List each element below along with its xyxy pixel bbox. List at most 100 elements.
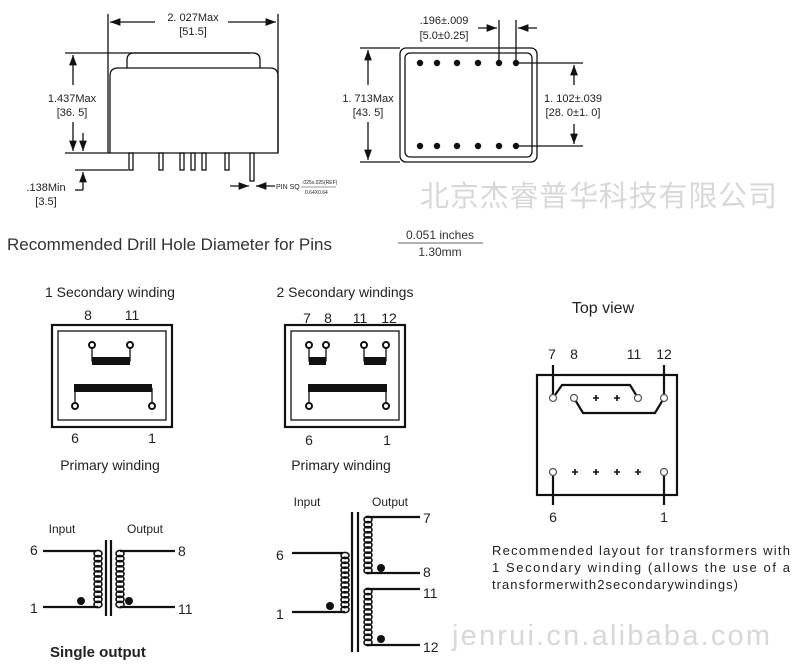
transformer-body [109, 67, 279, 154]
single-winding-title: 1 Secondary winding [45, 284, 175, 300]
pin-hole [453, 59, 461, 67]
depth-dimension: 1. 713Max [342, 93, 394, 105]
coil-turn [93, 569, 103, 578]
coil-turn [363, 525, 373, 534]
single-output-caption: Single output [50, 644, 146, 661]
pin-sq-mm: 0.64X0.64 [305, 190, 328, 196]
coil-turn [115, 595, 125, 604]
watermark-url: jenrui.cn.alibaba.com [451, 620, 770, 652]
coil-turn [363, 638, 373, 647]
coil-turn [93, 564, 103, 573]
height-dimension-mm: [36. 5] [57, 107, 88, 119]
coil-turn [363, 628, 373, 637]
pin-label: 12 [381, 310, 397, 326]
coil-turn [115, 559, 125, 568]
coil-turn [340, 576, 350, 584]
pin-pad [548, 393, 558, 403]
pin-pad [659, 467, 669, 477]
pin-hole [433, 59, 441, 67]
coil-turn [93, 590, 103, 599]
pin-pad [659, 393, 669, 403]
pin-label: 6 [276, 547, 284, 563]
drill-label: Recommended Drill Hole Diameter for Pins [7, 235, 332, 254]
pin-length-dimension: .138Min [26, 182, 65, 194]
coil-turn [363, 551, 373, 560]
coil-turn [363, 515, 373, 524]
coil-turn [363, 597, 373, 606]
coil-turn [363, 530, 373, 539]
output-label: Output [372, 495, 409, 509]
pin-label: 7 [423, 510, 431, 526]
pin-label: 11 [178, 601, 193, 617]
note-line: 1 Secondary winding (allows the use of a [492, 560, 791, 575]
pin-label: 1 [660, 509, 668, 525]
pin-hole [474, 59, 482, 67]
pins [128, 152, 255, 182]
dual-winding-diagram: 2 Secondary windings 7 8 11 12 6 1 Prima… [277, 284, 414, 473]
coil-turn [93, 559, 103, 568]
height-dimension: 1.437Max [48, 93, 97, 105]
coil-turn [115, 600, 125, 609]
coil-turn [363, 592, 373, 601]
coil-turn [363, 541, 373, 549]
depth-dimension-mm: [43. 5] [353, 107, 384, 119]
pin-label: 8 [423, 564, 431, 580]
pin-hole [433, 142, 441, 150]
pin-label: 8 [84, 307, 92, 323]
pin-label: 12 [423, 639, 439, 655]
coil-turn [340, 590, 350, 599]
pin-label: 6 [549, 509, 557, 525]
pin-label: 8 [324, 310, 332, 326]
unused-pin-mark [572, 469, 578, 475]
coil-turn [93, 549, 103, 558]
side-view: 2. 027Max [51.5] 1.437Max [36. 5] .138Mi… [26, 12, 337, 208]
pin-hole [416, 59, 424, 67]
pin-pad [548, 467, 558, 477]
layout-note: Recommended layout for transformers with… [492, 543, 791, 592]
drill-hole-spec: Recommended Drill Hole Diameter for Pins… [7, 228, 483, 259]
coil-turn [363, 566, 373, 575]
coil-turn [363, 623, 373, 632]
pin-pad [633, 393, 643, 403]
pin-label: 1 [30, 600, 38, 616]
coil-turn [340, 556, 350, 565]
pin-label: 6 [30, 542, 38, 558]
coil-turn [93, 580, 103, 589]
pin-label: 1 [276, 606, 284, 622]
row-spacing-dimension: 1. 102±.039 [544, 93, 602, 105]
pin-hole [474, 142, 482, 150]
dual-winding-title: 2 Secondary windings [277, 284, 414, 300]
unused-pin-mark [614, 395, 620, 401]
pin-label: 11 [627, 346, 642, 362]
output-label: Output [127, 522, 164, 536]
coil-turn [340, 586, 350, 594]
drill-inches: 0.051 inches [406, 228, 474, 242]
coil-turn [340, 595, 350, 604]
pin-hole [453, 142, 461, 150]
coil-turn [115, 549, 125, 558]
pitch-dimension-mm: [5.0±0.25] [420, 30, 469, 42]
pitch-dimension: .196±.009 [420, 15, 469, 27]
input-label: Input [49, 522, 76, 536]
pin-sq-label: PIN SQ [276, 184, 300, 191]
primary-winding-caption: Primary winding [291, 457, 391, 473]
pin-label: 11 [125, 307, 140, 323]
unused-pin-mark [593, 395, 599, 401]
coil-turn [363, 613, 373, 621]
top-view-title: Top view [572, 300, 635, 317]
coil-turn [340, 605, 350, 614]
coil-turn [340, 551, 350, 560]
coil-turn [93, 600, 103, 609]
coil-turn [115, 585, 125, 594]
pin-sq-inch: .025x.025(REF) [302, 180, 338, 186]
coil-turn [340, 566, 350, 575]
pin-label: 11 [423, 585, 438, 601]
drill-mm: 1.30mm [418, 245, 461, 259]
width-dimension: 2. 027Max [167, 12, 219, 24]
width-dimension-mm: [51.5] [179, 26, 207, 38]
coil-turn [340, 581, 350, 589]
coil-turn [93, 575, 103, 583]
note-line: transformerwith2secondarywindings) [492, 577, 738, 592]
unused-pin-mark [635, 469, 641, 475]
pin-pad [569, 393, 579, 403]
